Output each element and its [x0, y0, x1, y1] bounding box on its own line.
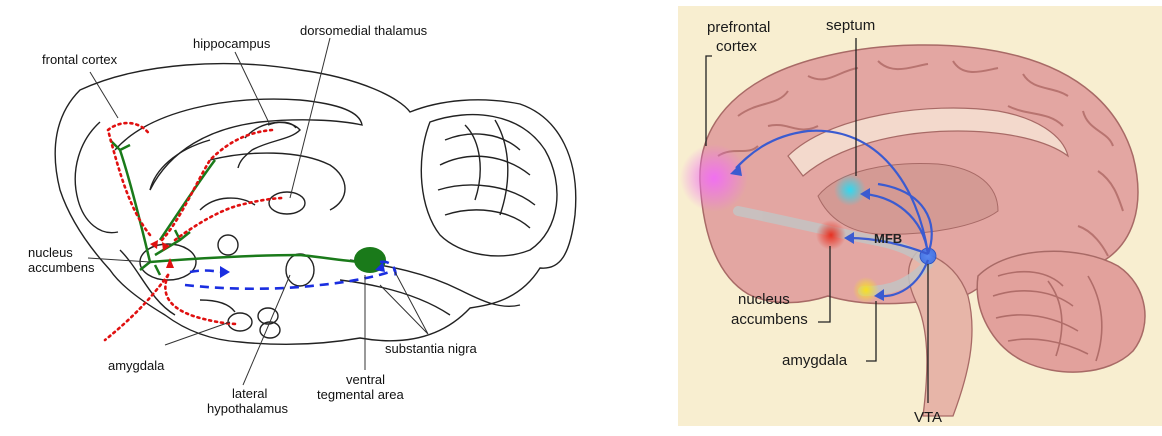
nucleus-accumbens-spot [816, 220, 846, 250]
label-hippocampus: hippocampus [193, 36, 271, 51]
label-mfb: MFB [874, 231, 902, 246]
label-prefrontal: prefrontal [707, 19, 770, 36]
label-ventral: ventral [346, 372, 385, 387]
label-accumbens-right: accumbens [731, 311, 808, 328]
label-nucleus-left: nucleus [28, 245, 73, 260]
label-cortex: cortex [716, 38, 757, 55]
label-nucleus-right: nucleus [738, 291, 790, 308]
label-vta: VTA [914, 409, 942, 426]
green-pathway [110, 140, 365, 275]
label-accumbens-left: accumbens [28, 260, 95, 275]
red-pathways [105, 123, 285, 340]
rodent-brain-svg: frontal cortex hippocampus dorsomedial t… [0, 0, 590, 431]
prefrontal-cortex-spot [680, 144, 748, 212]
label-frontal-cortex: frontal cortex [42, 52, 118, 67]
brain-outline [55, 64, 576, 345]
amygdala-spot [853, 277, 879, 303]
label-dorsomedial-thalamus: dorsomedial thalamus [300, 23, 428, 38]
label-lateral: lateral [232, 386, 268, 401]
septum-spot [834, 174, 866, 206]
human-brain-illustration: prefrontal cortex septum MFB nucleus acc… [678, 6, 1162, 426]
label-amygdala-right: amygdala [782, 352, 848, 369]
label-hypothalamus: hypothalamus [207, 401, 288, 416]
rodent-brain-diagram: frontal cortex hippocampus dorsomedial t… [0, 0, 590, 431]
label-amygdala-left: amygdala [108, 358, 165, 373]
human-brain-svg: prefrontal cortex septum MFB nucleus acc… [678, 6, 1162, 426]
label-substantia-nigra: substantia nigra [385, 341, 478, 356]
label-septum: septum [826, 17, 875, 34]
label-tegmental-area: tegmental area [317, 387, 404, 402]
